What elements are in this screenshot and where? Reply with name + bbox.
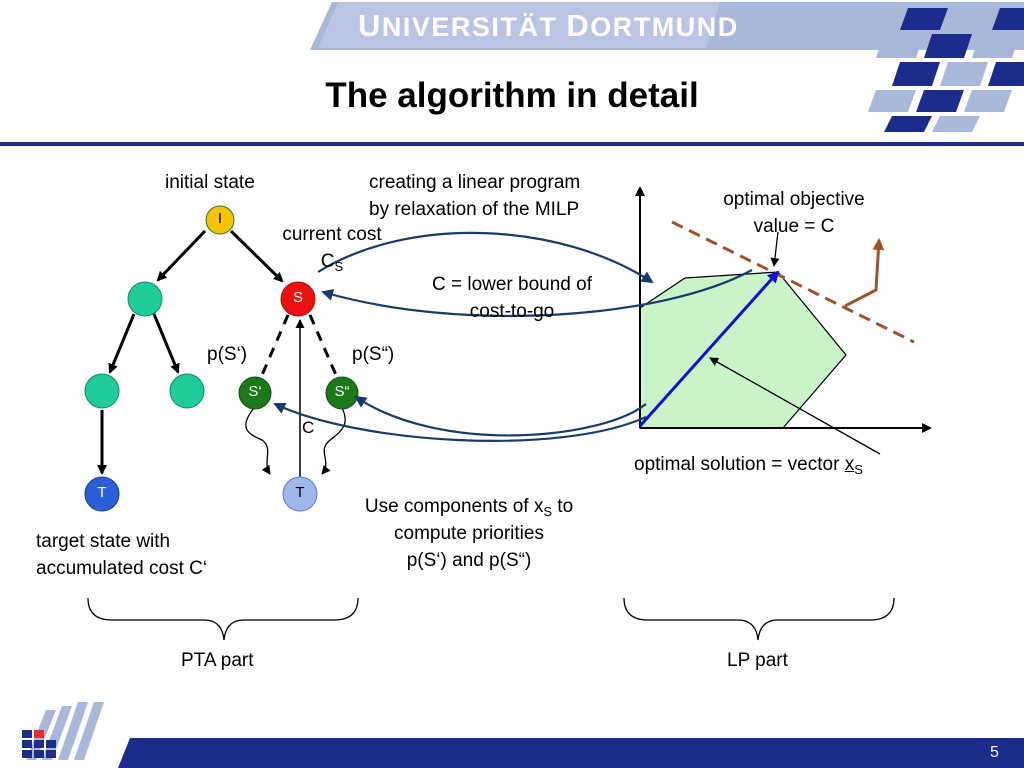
arrow-lower-bound: [321, 269, 753, 318]
pointer-objective: [770, 231, 780, 267]
arrow-priorities-s1: [273, 402, 647, 442]
edge-left-ll: [108, 313, 136, 374]
university-logo-bottom: [22, 702, 104, 760]
page-title: The algorithm in detail: [325, 76, 699, 115]
solution-vector: [638, 270, 780, 428]
node-target-right-label: T: [295, 484, 305, 501]
lp-part-label: LP part: [727, 650, 788, 671]
linear-program-label: creating a linear program by relaxation …: [369, 172, 581, 220]
squiggle-S2: [321, 407, 346, 475]
edge-S-S1-dashed: [260, 314, 290, 376]
node-s2-label: S“: [334, 383, 350, 400]
optimal-objective-label: optimal objective value = C: [723, 189, 865, 237]
target-state-label: target state with accumulated cost C‘: [36, 531, 208, 579]
node-current: [280, 281, 316, 317]
objective-line: [671, 220, 915, 344]
node-left: [127, 281, 163, 317]
initial-state-label: initial state: [165, 172, 255, 193]
priority-s1-label: p(S‘): [207, 344, 248, 365]
node-current-label: S: [292, 289, 303, 306]
page-number: 5: [990, 744, 999, 761]
header-banner: [310, 2, 1024, 50]
connecting-arrows: [273, 231, 753, 442]
node-left-left: [84, 373, 120, 409]
node-s1-label: S‘: [248, 383, 262, 400]
pta-tree: [84, 205, 359, 512]
node-initial: [205, 205, 235, 235]
node-child-s1: [238, 376, 272, 410]
edge-S-S2-dashed: [308, 314, 338, 376]
university-logo-top: [868, 8, 1024, 132]
footer: [22, 702, 1024, 768]
university-name: UNIVERSITÄT DORTMUND: [358, 8, 739, 43]
optimal-solution-label: optimal solution = vector xS: [634, 454, 863, 477]
node-child-s2: [325, 376, 359, 410]
pointer-solution: [709, 357, 881, 455]
gradient-arrow: [844, 238, 885, 308]
lower-bound-label: C = lower bound of cost-to-go: [431, 274, 592, 322]
arrow-priorities-s2: [354, 395, 647, 437]
node-left-right: [169, 373, 205, 409]
arrow-to-lp: [317, 231, 654, 284]
edge-cost-label: C: [302, 418, 315, 437]
current-cost-label: current cost CS: [282, 224, 382, 274]
node-target-left: [84, 476, 120, 512]
brace-lp: [623, 597, 895, 641]
edge-left-lr: [152, 313, 180, 374]
lp-plot: [635, 186, 932, 455]
edge-I-S: [229, 229, 284, 283]
node-target-left-label: T: [97, 484, 107, 501]
pta-part-label: PTA part: [181, 650, 254, 671]
use-components-label: Use components of xS to compute prioriti…: [364, 496, 574, 571]
squiggle-S1: [245, 407, 271, 475]
priority-s2-label: p(S“): [352, 344, 395, 365]
header-rule: [0, 142, 1024, 146]
node-target-right: [282, 476, 318, 512]
edge-I-left: [156, 229, 207, 282]
feasible-region: [639, 271, 847, 429]
node-initial-label: I: [217, 210, 223, 227]
brace-pta: [87, 597, 359, 641]
